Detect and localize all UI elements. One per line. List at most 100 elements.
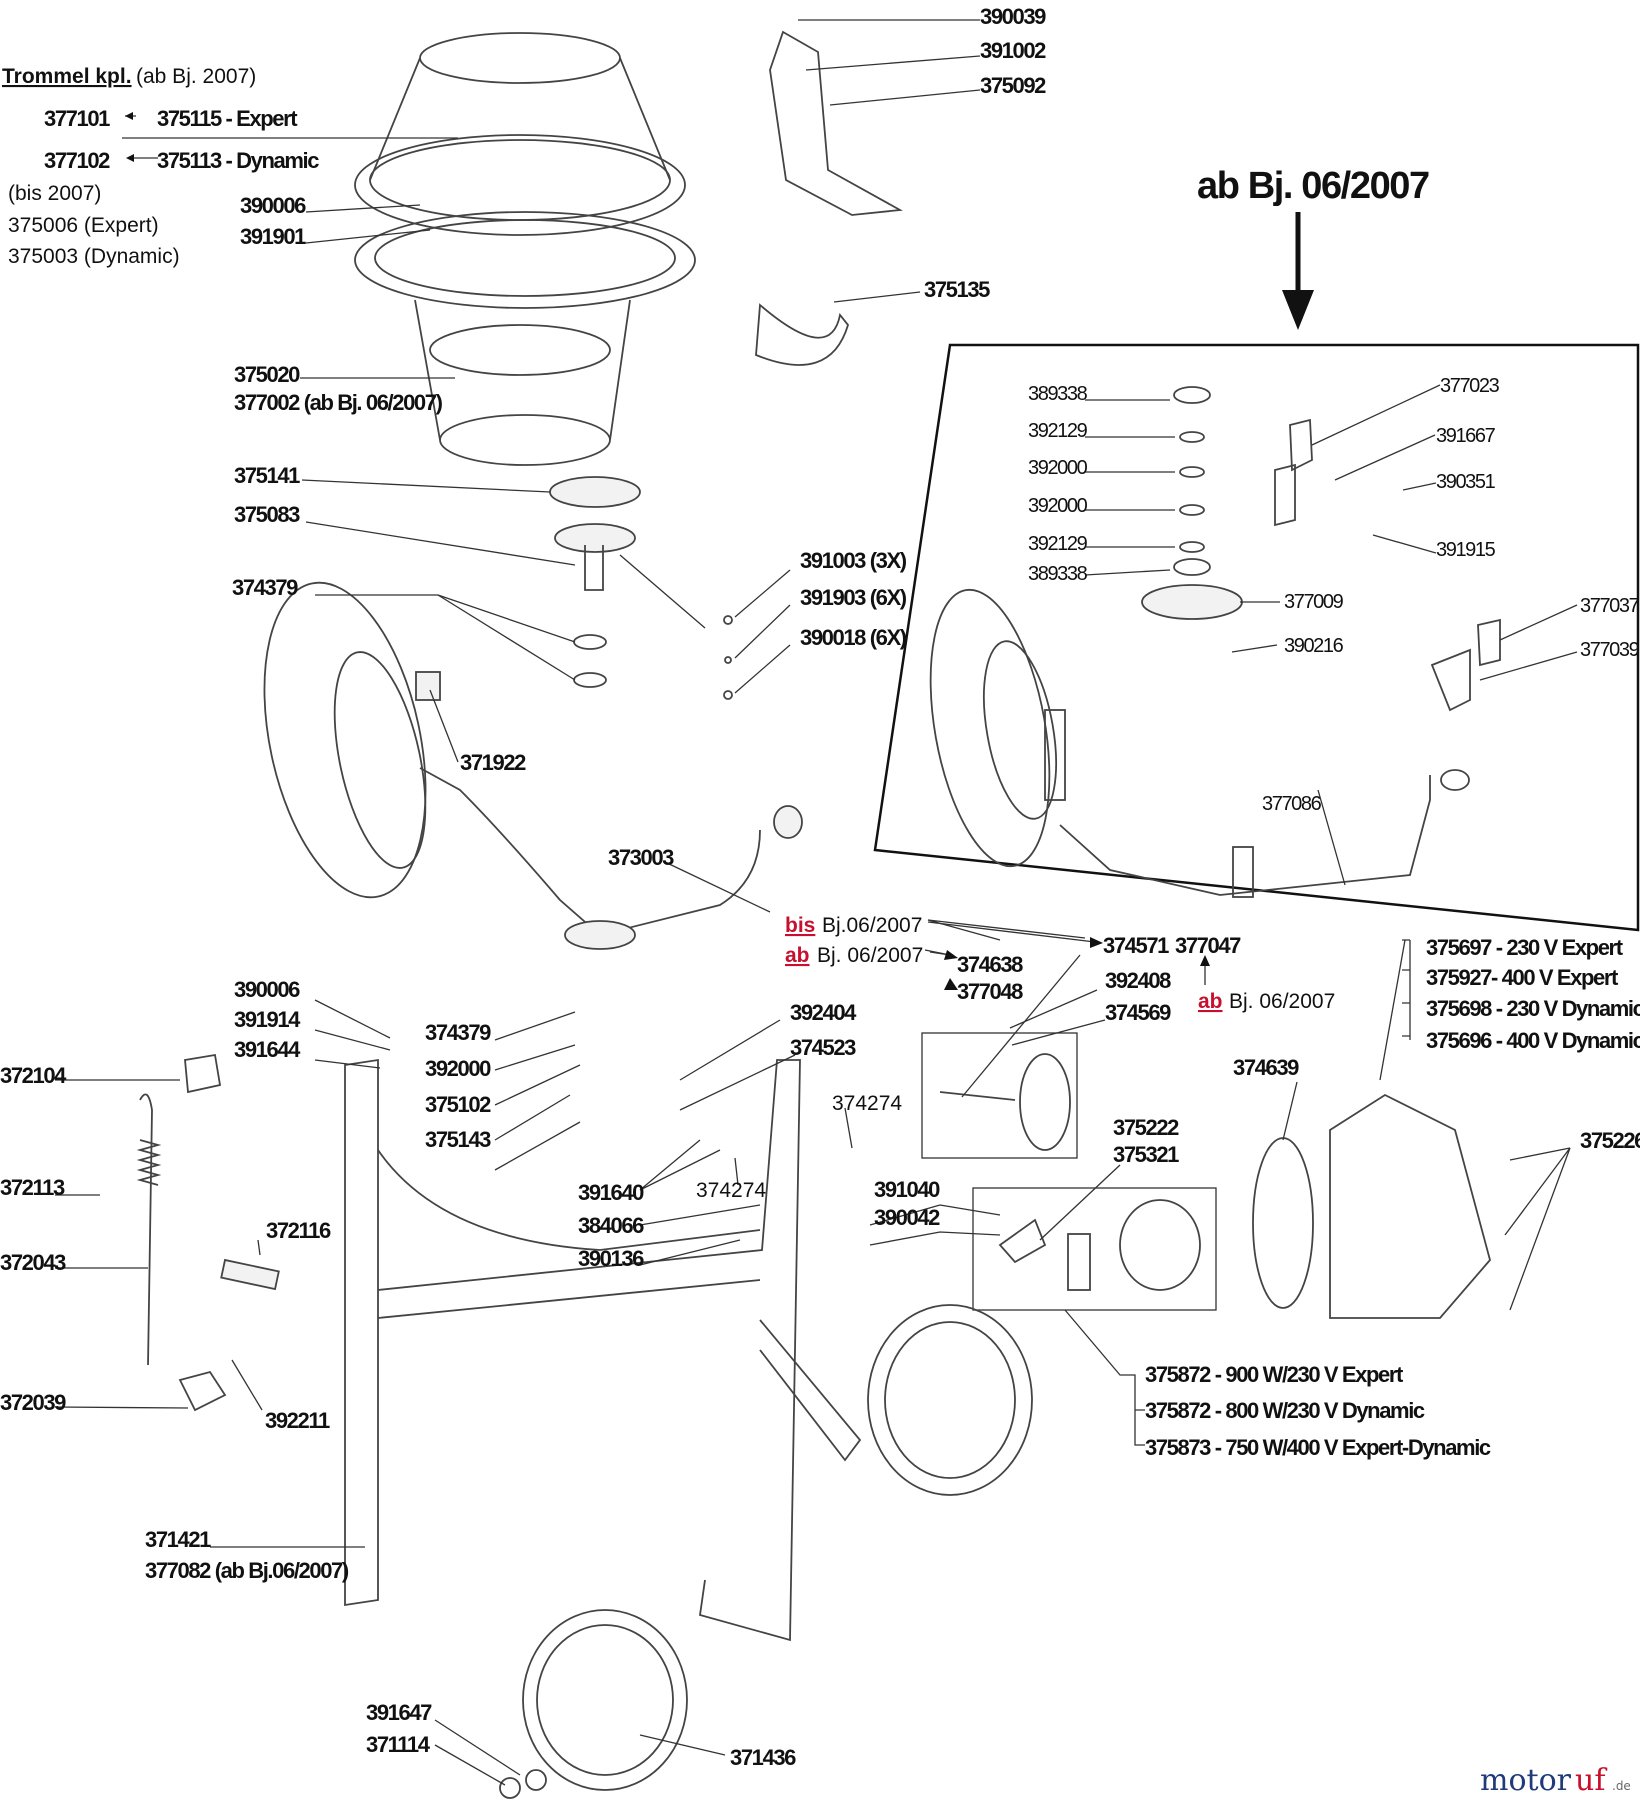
label-391644: 391644 xyxy=(234,1037,301,1062)
label-375102: 375102 xyxy=(425,1092,491,1117)
brand-accent: uf xyxy=(1575,1763,1607,1798)
inset-heading: ab Bj. 06/2007 xyxy=(1197,165,1429,207)
label-374569: 374569 xyxy=(1105,1000,1171,1025)
drum-expert-new: 377101 xyxy=(44,106,110,131)
label-391647: 391647 xyxy=(366,1700,432,1725)
label-392211: 392211 xyxy=(265,1408,330,1433)
label-390136: 390136 xyxy=(578,1246,644,1271)
bis-text: Bj.06/2007 xyxy=(822,914,922,937)
brand-main: motor xyxy=(1480,1763,1572,1798)
label-391640: 391640 xyxy=(578,1180,644,1205)
until-2007: (bis 2007) xyxy=(8,182,101,205)
kit-1: 375872 - 900 W/230 V Expert xyxy=(1145,1362,1404,1387)
label-375226: 375226 xyxy=(1580,1128,1640,1153)
handwheel xyxy=(263,581,803,950)
inset-label-390216: 390216 xyxy=(1284,635,1344,657)
label-375020: 375020 xyxy=(234,362,300,387)
brand-logo: motor uf .de xyxy=(1480,1763,1631,1798)
label-391903: 391903 (6X) xyxy=(800,585,907,610)
ab-text-1: Bj. 06/2007 xyxy=(817,944,923,967)
inset-label-377037: 377037 xyxy=(1580,595,1640,617)
inset-label-392000-b: 392000 xyxy=(1028,495,1088,517)
ab-marker-2: ab xyxy=(1198,990,1223,1013)
label-390006-b: 390006 xyxy=(234,977,300,1002)
inset-label-377009: 377009 xyxy=(1284,591,1344,613)
old-expert: 375006 (Expert) xyxy=(8,214,159,237)
inset-label-391667: 391667 xyxy=(1436,425,1496,447)
label-375143: 375143 xyxy=(425,1127,491,1152)
label-375083: 375083 xyxy=(234,502,300,527)
label-374379-mid: 374379 xyxy=(425,1020,491,1045)
label-390039: 390039 xyxy=(980,4,1046,29)
inset-parts xyxy=(929,386,1501,898)
label-375141: 375141 xyxy=(234,463,300,488)
label-384066: 384066 xyxy=(578,1213,644,1238)
label-391901: 391901 xyxy=(240,224,306,249)
label-391002: 391002 xyxy=(980,38,1046,63)
kit-3: 375873 - 750 W/400 V Expert-Dynamic xyxy=(1145,1435,1491,1460)
label-372039: 372039 xyxy=(0,1390,66,1415)
label-371436: 371436 xyxy=(730,1745,796,1770)
drum-dynamic-new: 377102 xyxy=(44,148,110,173)
label-374379-top: 374379 xyxy=(232,575,298,600)
label-377002: 377002 (ab Bj. 06/2007) xyxy=(234,390,443,415)
part-drawings xyxy=(136,30,1640,1799)
label-377047: 377047 xyxy=(1175,933,1241,958)
motor-1: 375697 - 230 V Expert xyxy=(1426,935,1624,960)
kit-2: 375872 - 800 W/230 V Dynamic xyxy=(1145,1398,1425,1423)
label-392404: 392404 xyxy=(790,1000,857,1025)
motor-4: 375696 - 400 V Dynamic xyxy=(1426,1028,1640,1053)
inset-label-377039: 377039 xyxy=(1580,639,1640,661)
label-371114: 371114 xyxy=(366,1732,431,1757)
label-391914: 391914 xyxy=(234,1007,301,1032)
inset-label-390351: 390351 xyxy=(1436,471,1496,493)
label-374639: 374639 xyxy=(1233,1055,1299,1080)
bis-marker: bis xyxy=(785,914,815,937)
label-392408: 392408 xyxy=(1105,968,1171,993)
label-374523: 374523 xyxy=(790,1035,856,1060)
label-375135: 375135 xyxy=(924,277,990,302)
label-372116: 372116 xyxy=(266,1218,331,1243)
drum-title: Trommel kpl. xyxy=(2,65,132,88)
label-391003: 391003 (3X) xyxy=(800,548,907,573)
drum-expert-old: 375115 - Expert xyxy=(157,106,298,131)
motor-2: 375927- 400 V Expert xyxy=(1426,965,1619,990)
brand-tld: .de xyxy=(1612,1779,1631,1793)
inset-label-392129-b: 392129 xyxy=(1028,533,1088,555)
label-372104: 372104 xyxy=(0,1063,67,1088)
leader-lines xyxy=(54,19,1578,1786)
label-373003: 373003 xyxy=(608,845,674,870)
inset-label-392000-a: 392000 xyxy=(1028,457,1088,479)
label-390018: 390018 (6X) xyxy=(800,625,907,650)
label-372113: 372113 xyxy=(0,1175,65,1200)
ab-text-2: Bj. 06/2007 xyxy=(1229,990,1335,1013)
label-374274-b: 374274 xyxy=(696,1179,766,1202)
drum-ring xyxy=(354,211,696,466)
old-dynamic: 375003 (Dynamic) xyxy=(8,245,180,268)
label-377048: 377048 xyxy=(957,979,1023,1004)
callout-labels: Trommel kpl. (ab Bj. 2007) 377101 375115… xyxy=(0,4,1640,1770)
label-391040: 391040 xyxy=(874,1177,940,1202)
drum-cone xyxy=(354,32,686,236)
inset-label-392129-a: 392129 xyxy=(1028,420,1088,442)
label-372043: 372043 xyxy=(0,1250,66,1275)
inset-label-389338-b: 389338 xyxy=(1028,563,1088,585)
inset-label-391915: 391915 xyxy=(1436,539,1496,561)
motor-3: 375698 - 230 V Dynamic xyxy=(1426,996,1640,1021)
inset-label-377086: 377086 xyxy=(1262,793,1322,815)
label-390042: 390042 xyxy=(874,1205,940,1230)
drum-dynamic-old: 375113 - Dynamic xyxy=(157,148,319,173)
drum-title-suffix: (ab Bj. 2007) xyxy=(136,65,256,88)
label-371421: 371421 xyxy=(145,1527,211,1552)
label-374571: 374571 xyxy=(1103,933,1169,958)
label-392000: 392000 xyxy=(425,1056,491,1081)
label-375222: 375222 xyxy=(1113,1115,1179,1140)
label-371922: 371922 xyxy=(460,750,526,775)
wheels xyxy=(522,1304,1033,1791)
label-374638: 374638 xyxy=(957,952,1023,977)
stand-frame xyxy=(344,1058,862,1642)
inset-label-377023: 377023 xyxy=(1440,375,1500,397)
label-375321: 375321 xyxy=(1113,1142,1179,1167)
inset-label-389338-a: 389338 xyxy=(1028,383,1088,405)
